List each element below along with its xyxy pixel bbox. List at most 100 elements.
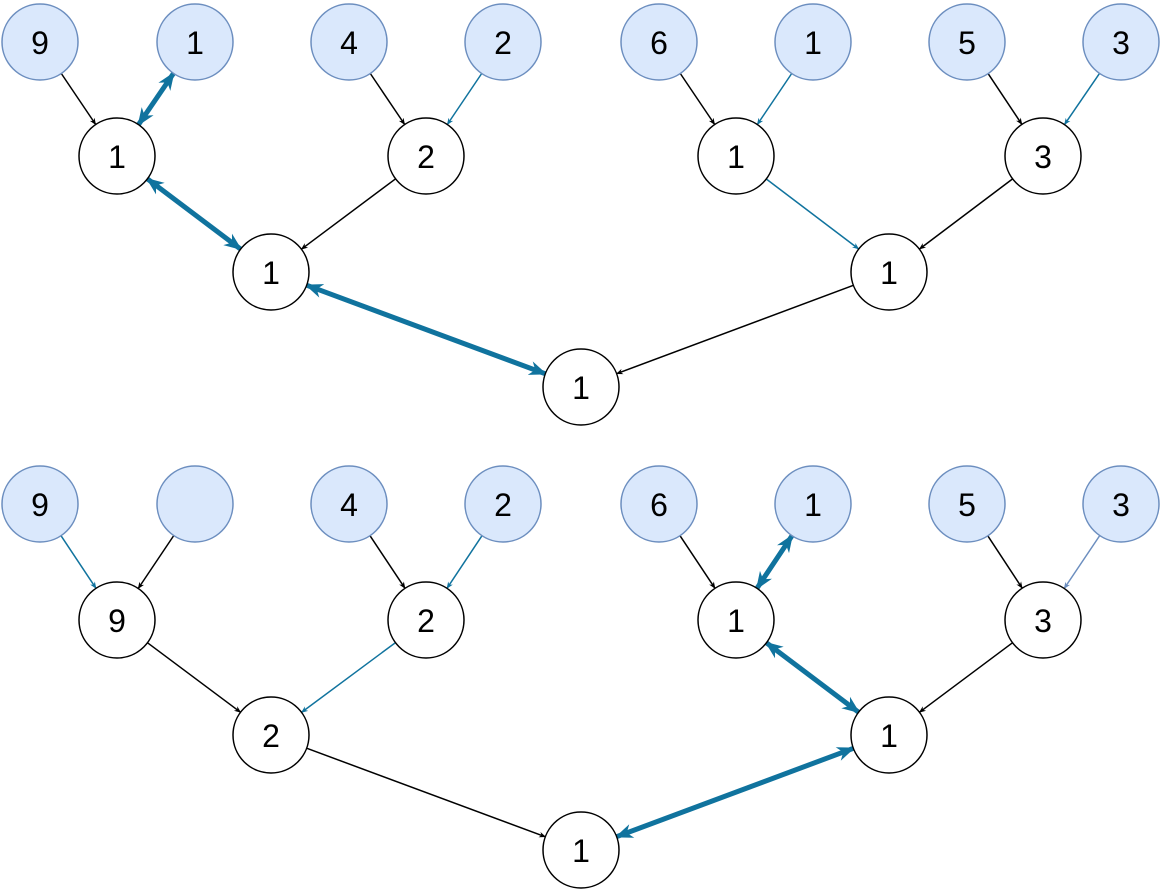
node-label: 5 (958, 487, 976, 523)
node-circle (464, 465, 542, 543)
node-circle (620, 3, 698, 81)
bottom-tree-edge-blue-0 (60, 535, 97, 589)
node-label: 6 (650, 25, 668, 61)
bottom-tree-edge-black-1 (137, 535, 175, 590)
node-circle (310, 3, 388, 81)
bottom-tree-edge-blue-9 (300, 641, 396, 714)
top-tree-edge-black-0 (60, 73, 97, 126)
bottom-tree-edge-lightblue-7 (1063, 535, 1101, 590)
node-label: 4 (340, 487, 358, 523)
node-circle (156, 3, 234, 81)
top-tree-edge-black-6 (987, 73, 1023, 125)
bottom-tree-level1-node-2: 1 (697, 581, 775, 659)
top-tree-leaf-node-0: 9 (1, 3, 79, 81)
top-tree-leaf-node-3: 2 (464, 3, 542, 81)
top-tree-level1-node-0: 1 (78, 117, 156, 195)
bottom-tree-level1-node-1: 2 (387, 581, 465, 659)
bottom-tree-leaf-node-2: 4 (310, 465, 388, 543)
top-tree-edge-bold-double-8 (145, 176, 243, 252)
top-tree-edge-black-13 (615, 284, 854, 375)
node-circle (387, 581, 465, 659)
top-tree-level2-node-1: 1 (850, 233, 928, 311)
node-label: 1 (727, 603, 745, 639)
node-circle (774, 3, 852, 81)
node-label: 1 (804, 487, 822, 523)
top-tree-leaf-node-2: 4 (310, 3, 388, 81)
node-circle (387, 117, 465, 195)
top-tree-level1-node-2: 1 (697, 117, 775, 195)
node-circle (850, 233, 928, 311)
top-tree-edge-black-2 (369, 73, 406, 126)
node-circle (1, 3, 79, 81)
node-label: 1 (262, 255, 280, 291)
top-tree-edge-black-11 (918, 178, 1014, 250)
node-circle (928, 3, 1006, 81)
node-label: 1 (108, 139, 126, 175)
node-circle (1082, 465, 1160, 543)
node-label: 1 (572, 370, 590, 406)
top-tree-edge-blue-10 (765, 178, 860, 250)
node-label: 2 (417, 603, 435, 639)
bottom-tree-level2-node-1: 1 (850, 696, 928, 774)
bottom-tree-level1-node-3: 3 (1004, 581, 1082, 659)
top-tree-leaf-node-6: 5 (928, 3, 1006, 81)
bottom-tree-leaf-node-0: 9 (1, 465, 79, 543)
node-label: 1 (727, 139, 745, 175)
bottom-tree-leaf-node-3: 2 (464, 465, 542, 543)
node-label: 2 (494, 25, 512, 61)
top-tree-level1-node-1: 2 (387, 117, 465, 195)
bottom-tree-leaf-node-6: 5 (928, 465, 1006, 543)
bottom-tree-edge-black-8 (146, 642, 242, 713)
bottom-tree-edge-bold-double-10 (764, 640, 861, 715)
top-tree-edge-bold-double-12 (304, 282, 548, 377)
node-label: 6 (650, 487, 668, 523)
top-tree-leaf-node-4: 6 (620, 3, 698, 81)
bottom-tree-edge-black-11 (918, 642, 1014, 713)
node-label: 4 (340, 25, 358, 61)
node-circle (1004, 581, 1082, 659)
bottom-tree-edge-black-6 (987, 535, 1023, 589)
node-label: 1 (572, 833, 590, 869)
bottom-tree-edge-blue-3 (446, 535, 483, 589)
bottom-tree-edge-black-12 (306, 747, 547, 838)
node-circle (850, 696, 928, 774)
node-circle (774, 465, 852, 543)
top-tree-level1-node-3: 3 (1004, 117, 1082, 195)
top-tree-leaf-node-7: 3 (1082, 3, 1160, 81)
node-label: 2 (494, 487, 512, 523)
node-label: 1 (804, 25, 822, 61)
node-label: 3 (1034, 139, 1052, 175)
bottom-tree-leaf-node-1 (156, 465, 234, 543)
node-label: 2 (417, 139, 435, 175)
bottom-tree-level1-node-0: 9 (78, 581, 156, 659)
top-tree-edge-bold-double-1 (136, 71, 176, 127)
node-circle (464, 3, 542, 81)
node-circle (542, 811, 620, 889)
top-tree-edge-blue-7 (1063, 72, 1101, 126)
edges-layer (60, 71, 1101, 840)
node-label: 3 (1112, 25, 1130, 61)
node-circle (697, 581, 775, 659)
node-circle (232, 696, 310, 774)
node-label: 2 (262, 718, 280, 754)
bottom-tree-leaf-node-7: 3 (1082, 465, 1160, 543)
node-circle (697, 117, 775, 195)
node-label: 3 (1034, 603, 1052, 639)
node-label: 9 (108, 603, 126, 639)
node-circle (620, 465, 698, 543)
bottom-tree-root-node: 1 (542, 811, 620, 889)
top-tree-leaf-node-5: 1 (774, 3, 852, 81)
node-circle (1, 465, 79, 543)
node-label: 9 (31, 25, 49, 61)
bottom-tree-edge-bold-double-13 (614, 745, 856, 840)
top-tree-edge-black-9 (300, 178, 397, 250)
bottom-tree-edge-black-2 (369, 535, 406, 589)
top-tree-root-node: 1 (542, 348, 620, 426)
bottom-tree-edge-bold-double-5 (754, 534, 795, 590)
node-circle (156, 465, 234, 543)
bottom-tree-leaf-node-5: 1 (774, 465, 852, 543)
node-circle (232, 233, 310, 311)
node-circle (78, 117, 156, 195)
bottom-tree-level2-node-0: 2 (232, 696, 310, 774)
